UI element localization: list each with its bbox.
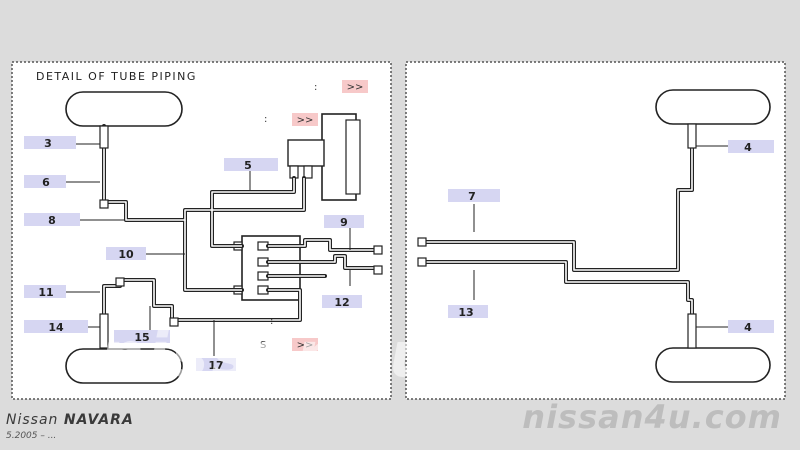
svg-text:4: 4	[744, 141, 752, 154]
svg-text:>>: >>	[297, 115, 314, 126]
callout-8: 8	[24, 213, 80, 227]
svg-text:14: 14	[48, 321, 64, 334]
svg-text:17: 17	[208, 359, 223, 372]
footer-make: Nissan	[6, 412, 59, 428]
footer-model: Nissan NAVARA	[6, 412, 134, 428]
svg-text:11: 11	[38, 286, 53, 299]
small-mark-2: :	[264, 114, 267, 125]
footer-date: 5.2005 – ...	[6, 431, 57, 441]
rear-left-tire	[65, 348, 183, 384]
small-mark-4: :	[270, 316, 273, 327]
right-inlet-connector-1	[417, 237, 427, 247]
callout-5: 5	[224, 158, 278, 172]
front-left-tire	[65, 91, 183, 127]
watermark: nissan4u.com	[100, 318, 616, 391]
callout-3: 3	[24, 136, 76, 150]
svg-text:13: 13	[458, 306, 473, 319]
callout-9: 9	[324, 215, 364, 229]
svg-text:10: 10	[118, 248, 134, 261]
svg-text:9: 9	[340, 216, 348, 229]
svg-text:8: 8	[48, 214, 56, 227]
svg-text:4: 4	[744, 321, 752, 334]
arrow-marker-top[interactable]: >>	[342, 80, 368, 93]
small-mark-3: S	[260, 340, 266, 351]
callout-7: 7	[448, 189, 500, 203]
footer-brand-logo: nissan4u.com	[522, 398, 782, 436]
booster-rim	[345, 119, 361, 195]
leader-lines	[66, 143, 728, 356]
callout-10: 10	[106, 247, 146, 261]
svg-text:7: 7	[468, 190, 476, 203]
svg-text:3: 3	[44, 137, 52, 150]
callout-17: 17	[196, 358, 236, 372]
joint-connector-1	[99, 199, 109, 209]
rear-right-hose	[687, 313, 697, 349]
svg-text:5: 5	[244, 159, 252, 172]
callout-6: 6	[24, 175, 66, 189]
arrow-marker-middle[interactable]: >>	[292, 113, 318, 126]
joint-connector-2	[115, 277, 125, 287]
front-left-hose	[99, 125, 109, 149]
outlet-connector-2	[373, 265, 383, 275]
callout-12: 12	[322, 295, 362, 309]
svg-text:>>: >>	[297, 340, 314, 351]
svg-text:6: 6	[42, 176, 50, 189]
callout-4-front: 4	[728, 140, 774, 154]
callout-13: 13	[448, 305, 488, 319]
mc-port-2	[303, 165, 313, 179]
callout-15: 15	[114, 330, 170, 344]
svg-text:15: 15	[134, 331, 149, 344]
callout-4-rear: 4	[728, 320, 774, 334]
small-mark-1: :	[314, 82, 317, 93]
right-brake-tubes-core	[424, 148, 693, 316]
footer-model-name: NAVARA	[63, 412, 134, 428]
diagram-title: DETAIL OF TUBE PIPING	[36, 70, 197, 83]
rear-left-hose	[99, 313, 109, 349]
svg-text:12: 12	[334, 296, 349, 309]
svg-text:>>: >>	[347, 82, 364, 93]
right-inlet-connector-2	[417, 257, 427, 267]
arrow-marker-bottom[interactable]: >>	[292, 338, 318, 351]
master-cylinder	[287, 139, 325, 167]
callout-11: 11	[24, 285, 66, 299]
joint-connector-3	[169, 317, 179, 327]
rear-right-tire	[655, 347, 771, 383]
front-right-hose	[687, 123, 697, 149]
front-right-tire	[655, 89, 771, 125]
outlet-connector-1	[373, 245, 383, 255]
callout-14: 14	[24, 320, 88, 334]
